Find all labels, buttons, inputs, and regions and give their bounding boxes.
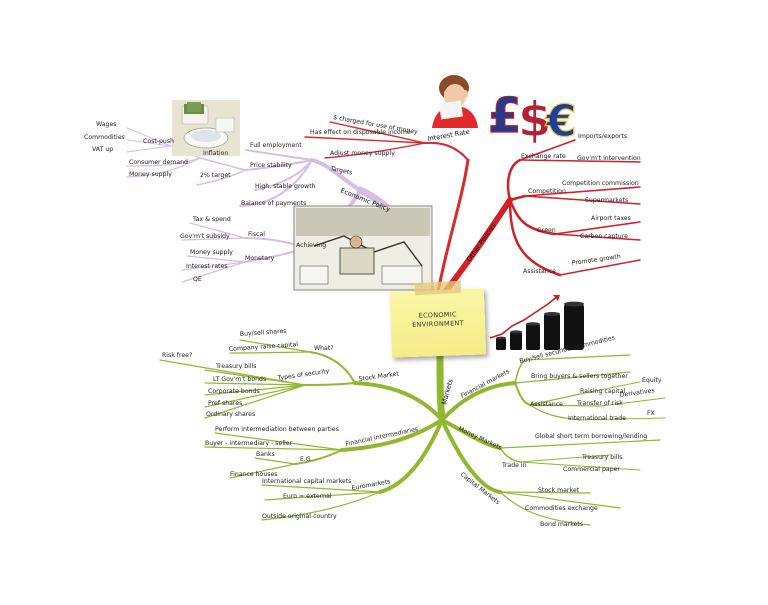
ordinary-shares-label: Ordinary shares (206, 411, 255, 418)
inflation-label: Inflation (203, 150, 228, 157)
risk-free-label: Risk free? (162, 352, 192, 359)
monetary-money-supply-label: Money supply (190, 249, 233, 256)
full-employment-label: Full employment (250, 142, 302, 149)
treasury-bills-label: Treasury bills (215, 363, 257, 370)
central-topic-note: ECONOMIC ENVIRONMENT (389, 288, 487, 358)
equity-label: Equity (642, 377, 662, 384)
fiscal-label: Fiscal (248, 231, 265, 238)
euro-external-label: Euro = external (283, 493, 332, 500)
fm-assistance-label: Assistance (530, 401, 563, 408)
central-topic-line2: ENVIRONMENT (412, 319, 465, 329)
branch-curves (126, 121, 666, 526)
derivatives-label: Derivatives (619, 387, 655, 399)
svg-text:$: $ (518, 92, 551, 148)
tape-strip (414, 280, 462, 296)
buyer-seller-label: Buyer - intermediary - seller (205, 440, 293, 447)
achieving-label: Achieving (296, 242, 326, 249)
competition-label: Competition (528, 188, 566, 195)
vat-up-label: VAT up (92, 146, 113, 153)
stressed-woman-image (432, 75, 478, 128)
carbon-capture-label: Carbon capture (580, 233, 628, 240)
price-stability-label: Price stability (250, 162, 292, 169)
wages-label: Wages (96, 121, 116, 128)
company-raise-capital-label: Company raise capital (229, 341, 299, 353)
types-of-security-label: Types of security (276, 368, 330, 382)
interest-item-3: Adjust money supply (330, 150, 395, 157)
fx-label: FX (647, 410, 656, 417)
govt-intervention-label: Gov'm't intervention (577, 155, 641, 162)
supermarkets-label: Supermarkets (585, 197, 628, 204)
global-short-term-label: Global short term borrowing/lending (535, 433, 647, 440)
cm-stock-market-label: Stock market (538, 487, 580, 494)
commodities-label: Commodities (84, 134, 125, 141)
interest-rates-label: Interest rates (186, 263, 228, 270)
money-supply-label: Money supply (129, 171, 172, 178)
svg-text:£: £ (488, 88, 521, 144)
international-capital-label: International capital markets (262, 478, 351, 485)
central-topic-text: ECONOMIC ENVIRONMENT (391, 309, 486, 330)
exchange-rate-label: Exchange rate (521, 153, 566, 160)
other-policies-label: Other Policies (465, 221, 498, 263)
lt-govt-bonds-label: LT Gov'm't bonds (213, 376, 266, 383)
buy-sell-shares-label: Buy/sell shares (240, 328, 287, 338)
consumer-demand-label: Consumer demand (129, 159, 188, 166)
commodities-exchange-label: Commodities exchange (525, 505, 598, 512)
imports-exports-label: Imports/exports (578, 133, 627, 140)
international-trade-label: International trade (568, 415, 626, 422)
tax-spend-label: Tax & spend (192, 216, 231, 223)
raising-capital-label: Raising capital (580, 388, 625, 395)
target-2pc-label: 2% target (200, 172, 231, 179)
finance-houses-label: Finance houses (230, 471, 278, 478)
targets-label: Targets (329, 165, 353, 177)
interest-item-2: Has effect on disposable income (310, 129, 411, 136)
transfer-of-risk-label: Transfer of risk (576, 400, 623, 407)
bond-markets-label: Bond markets (540, 521, 583, 528)
perform-intermediation-label: Perform intermediation between parties (215, 426, 339, 433)
stock-market-label: Stock Market (358, 370, 400, 383)
qe-label: QE (193, 276, 202, 283)
trade-in-label: Trade in (501, 462, 527, 469)
mm-treasury-bills-label: Treasury bills (581, 454, 623, 461)
green-label: Green (537, 227, 556, 234)
toilet-money-image (172, 100, 240, 156)
money-markets-label: Money Markets (457, 425, 503, 451)
outside-country-label: Outside original country (262, 513, 337, 520)
cartoon-image (293, 205, 433, 291)
monetary-label: Monetary (245, 255, 275, 262)
competition-commission-label: Competition commission (562, 180, 639, 187)
eg-label: E.G (300, 456, 311, 463)
labels: Economic Policy Targets Full employment … (84, 114, 662, 528)
high-stable-growth-label: High, stable growth (255, 183, 316, 190)
bring-together-label: Bring buyers & sellers together (531, 373, 628, 380)
banks-label: Banks (256, 451, 275, 458)
what-label: What? (314, 345, 334, 352)
govt-subsidy-label: Gov'm't subsidy (180, 233, 230, 240)
oil-barrels-image (489, 295, 584, 350)
svg-text:€: € (545, 96, 577, 147)
airport-taxes-label: Airport taxes (591, 215, 631, 222)
currency-symbols-image: £ $ € (487, 87, 577, 148)
cost-push-label: Cost-push (143, 138, 174, 145)
commercial-paper-label: Commercial paper (563, 466, 620, 473)
pref-shares-label: Pref shares (208, 400, 242, 407)
assistance-label: Assistance (523, 268, 556, 275)
interest-rate-label: Interest Rate (427, 128, 470, 143)
balance-of-payments-label: Balance of payments (241, 200, 306, 207)
corporate-bonds-label: Corporate bonds (208, 388, 260, 395)
